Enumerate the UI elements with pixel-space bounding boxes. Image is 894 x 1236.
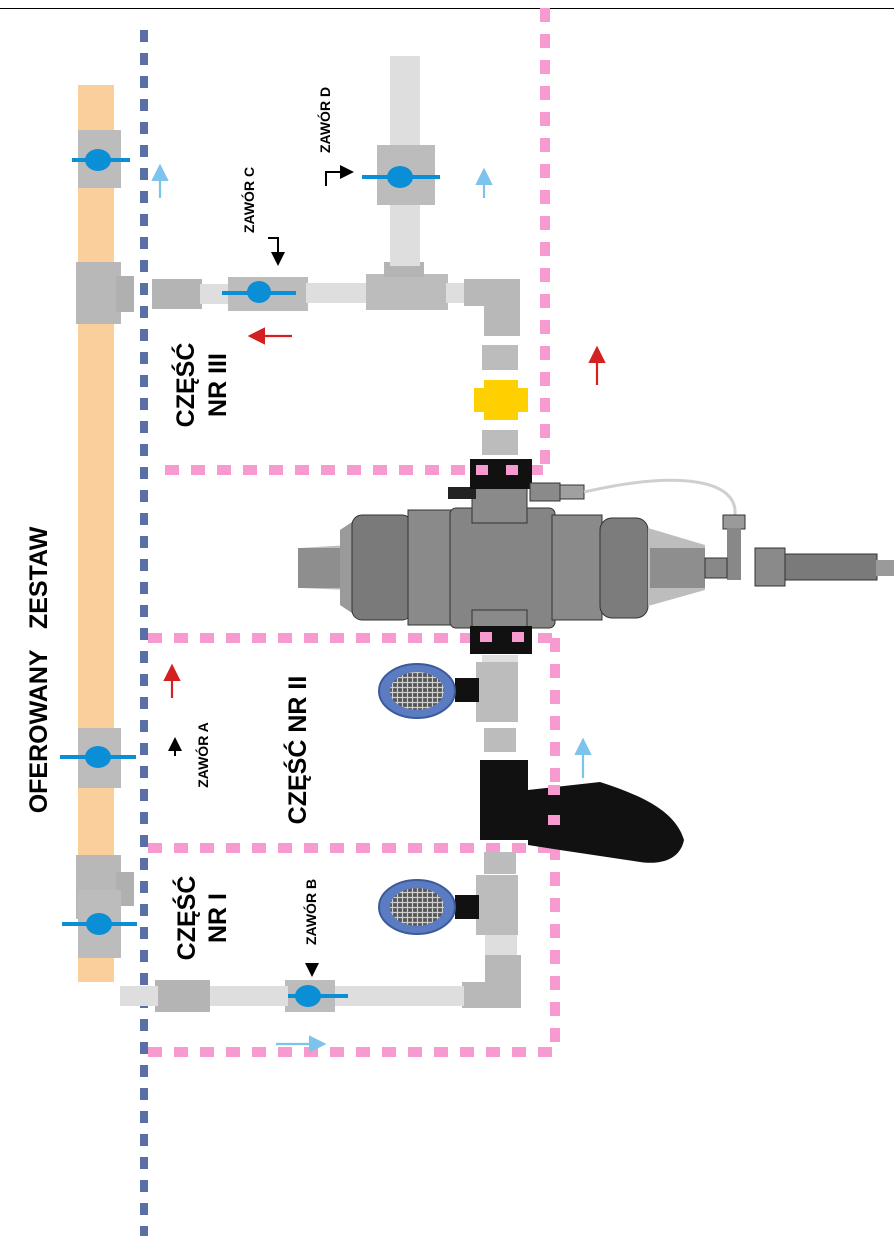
valve-pointers bbox=[168, 165, 354, 977]
strainer-upper-neck bbox=[455, 678, 479, 702]
nipple-part3-lower bbox=[482, 430, 518, 455]
nipple-part3 bbox=[482, 345, 518, 370]
svg-text:NR III: NR III bbox=[204, 353, 232, 417]
uv-reactor-unit bbox=[298, 459, 894, 654]
part3-label: CZĘŚĆ NR III bbox=[170, 343, 232, 428]
strainer-upper bbox=[378, 663, 456, 719]
tee-strainer-upper bbox=[476, 662, 518, 722]
nipple-part1 bbox=[484, 852, 516, 874]
supply-valve-top[interactable] bbox=[72, 149, 130, 171]
diagram-title: OFEROWANY ZESTAW bbox=[25, 526, 53, 813]
pipe-part1-d bbox=[120, 986, 158, 1006]
nipple-part2 bbox=[484, 728, 516, 752]
supply-valve-bottom[interactable] bbox=[62, 913, 137, 935]
strainer-lower bbox=[378, 879, 456, 935]
elbow-part3 bbox=[464, 279, 520, 336]
svg-text:NR I: NR I bbox=[204, 893, 232, 943]
valve-d-label: ZAWÓR D bbox=[316, 87, 333, 153]
svg-text:CZĘŚĆ: CZĘŚĆ bbox=[170, 343, 200, 428]
valve-c-label: ZAWÓR C bbox=[240, 167, 257, 233]
pipe-part1-a bbox=[485, 935, 517, 957]
supply-pipe bbox=[78, 85, 114, 982]
tee-strainer-lower bbox=[476, 875, 518, 935]
valve-a-label: ZAWÓR A bbox=[194, 722, 211, 788]
valve-b-label: ZAWÓR B bbox=[302, 879, 319, 945]
svg-text:CZĘŚĆ: CZĘŚĆ bbox=[171, 876, 201, 961]
tee-fitting-part3 bbox=[76, 262, 121, 324]
flow-arrows-blue bbox=[151, 163, 592, 1053]
adapter-part1 bbox=[155, 980, 210, 1012]
part2-label: CZĘŚĆ NR II bbox=[282, 676, 312, 825]
pipe-part3-b bbox=[306, 283, 368, 303]
flow-arrows-red bbox=[163, 327, 606, 698]
pipe-part3-a bbox=[200, 284, 230, 304]
valve-d[interactable] bbox=[362, 166, 440, 188]
strainer-lower-neck bbox=[455, 895, 479, 919]
valve-c[interactable] bbox=[222, 281, 296, 303]
adapter-part3 bbox=[152, 279, 202, 309]
pipe-part3-c bbox=[446, 283, 466, 303]
page-header-rule bbox=[0, 0, 894, 9]
pipe-part1-b bbox=[310, 986, 464, 1006]
tee-part3 bbox=[366, 274, 448, 310]
tee-branch-part3 bbox=[116, 276, 134, 312]
elbow-part1 bbox=[462, 955, 521, 1008]
supply-valve-middle[interactable] bbox=[60, 746, 136, 768]
pump-unit bbox=[480, 760, 684, 863]
pipe-part1-c bbox=[208, 986, 288, 1006]
part1-label: CZĘŚĆ NR I bbox=[171, 876, 232, 961]
yellow-union-coupling bbox=[474, 380, 528, 420]
